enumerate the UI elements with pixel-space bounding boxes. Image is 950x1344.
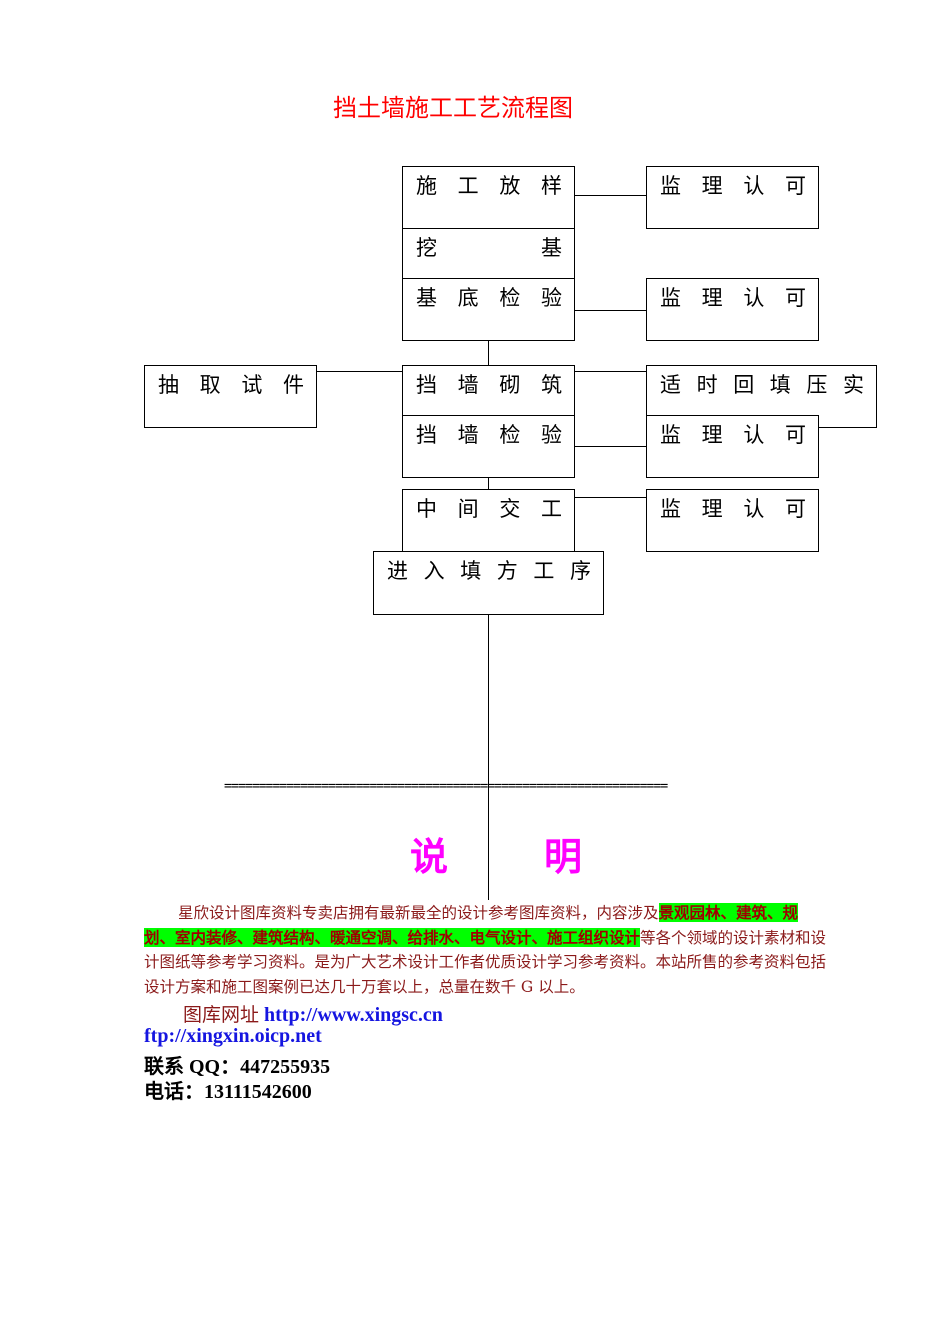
site-line: 图库网址 http://www.xingsc.cn <box>183 1000 443 1027</box>
box-label: 监理认可 <box>660 497 806 521</box>
flow-box-intermediate-handover: 中间交工 <box>402 489 575 552</box>
para-text: 星欣设计图库资料专卖店拥有最新最全的设计参考图库资料，内容涉及 <box>178 904 659 922</box>
qq-label: 联系 QQ： <box>144 1056 241 1078</box>
qq-number: 447255935 <box>240 1056 331 1078</box>
site-label: 图库网址 <box>183 1004 260 1026</box>
explain-heading-2: 明 <box>544 835 583 879</box>
connector <box>574 310 646 311</box>
box-label: 挖基 <box>416 236 562 260</box>
connector <box>488 477 489 489</box>
phone-line: 电话：13111542600 <box>144 1075 312 1104</box>
phone-number: 13111542600 <box>204 1081 312 1103</box>
flow-box-supervision-1: 监理认可 <box>646 166 819 229</box>
flow-box-construction-layout: 施工放样 <box>402 166 575 229</box>
qq-line: 联系 QQ：447255935 <box>144 1050 330 1079</box>
connector <box>488 340 489 365</box>
ftp-link[interactable]: ftp://xingxin.oicp.net <box>144 1025 322 1047</box>
box-label: 中间交工 <box>416 497 562 521</box>
flow-box-enter-fill: 进入填方工序 <box>373 551 604 615</box>
connector <box>574 195 646 196</box>
box-label: 监理认可 <box>660 423 806 447</box>
box-label: 监理认可 <box>660 286 806 310</box>
page-title: 挡土墙施工工艺流程图 <box>333 94 573 122</box>
flow-box-sampling: 抽取试件 <box>144 365 317 428</box>
flow-box-excavation: 挖基 <box>402 228 575 279</box>
box-label: 施工放样 <box>416 174 562 198</box>
flow-box-base-inspection: 基底检验 <box>402 278 575 341</box>
flow-box-wall-masonry: 挡墙砌筑 <box>402 365 575 416</box>
explain-heading-1: 说 <box>410 835 449 879</box>
flow-box-wall-inspection: 挡墙检验 <box>402 415 575 478</box>
description-paragraph: 星欣设计图库资料专卖店拥有最新最全的设计参考图库资料，内容涉及景观园林、建筑、规… <box>144 901 828 1000</box>
box-label: 挡墙检验 <box>416 423 562 447</box>
flow-box-supervision-4: 监理认可 <box>646 489 819 552</box>
para-text: 等各个领域的设计素材和设计图纸等参考学习资料。是为广大艺术设计工作者优质设计学习… <box>144 928 827 997</box>
phone-label: 电话： <box>144 1081 204 1103</box>
separator-line: ========================================… <box>224 779 668 794</box>
connector <box>316 371 402 372</box>
site-link[interactable]: http://www.xingsc.cn <box>264 1004 443 1026</box>
box-label: 适时回填压实 <box>660 373 864 397</box>
box-label: 抽取试件 <box>158 373 304 397</box>
connector <box>574 497 646 498</box>
box-label: 基底检验 <box>416 286 562 310</box>
connector <box>488 614 489 900</box>
connector <box>574 371 646 372</box>
box-label: 监理认可 <box>660 174 806 198</box>
box-label: 进入填方工序 <box>387 559 591 583</box>
flow-box-supervision-3: 监理认可 <box>646 415 819 478</box>
box-label: 挡墙砌筑 <box>416 373 562 397</box>
connector <box>574 446 646 447</box>
flow-box-supervision-2: 监理认可 <box>646 278 819 341</box>
